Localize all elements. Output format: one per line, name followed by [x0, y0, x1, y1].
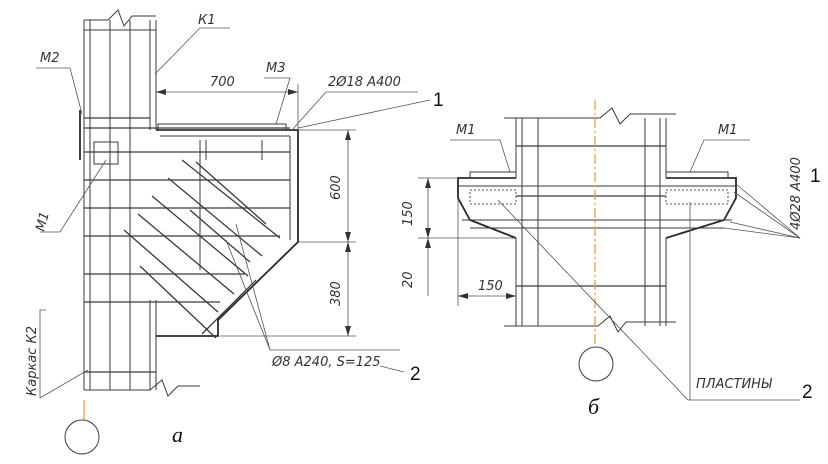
- inclined-bar-8: [189, 209, 251, 263]
- dim-arrow-1: [345, 130, 351, 140]
- inclined-bar-2: [167, 177, 263, 257]
- inclined-bar-7: [195, 161, 267, 225]
- plate-m1-right: [665, 171, 729, 179]
- inclined-bar-5: [123, 229, 219, 313]
- drawing-a: 700 600 380 К1 М2 М3 2Ø18 А400 1 М1 Ø8 А…: [25, 9, 444, 455]
- drawing-b: 150 20 150 М1 М1 4Ø28 А400 1 ПЛАСТИНЫ 2 …: [401, 100, 821, 419]
- caption-b: б: [588, 394, 600, 419]
- inclined-bar-1: [181, 159, 281, 239]
- leader-frame: [39, 369, 89, 399]
- inclined-bar-4: [137, 213, 235, 295]
- dim-700-arrow-right: [288, 89, 298, 95]
- corbel-outline: [156, 129, 299, 337]
- callout-2-a: 2: [410, 364, 421, 385]
- label-m1-left: М1: [456, 123, 476, 138]
- label-rebar-top: 2Ø18 А400: [328, 75, 401, 90]
- label-m3: М3: [266, 61, 286, 76]
- axis-marker-a: [64, 419, 100, 455]
- anchor-bar: [201, 279, 257, 335]
- plate-m1: [93, 141, 119, 165]
- dim-b-arrow-5: [458, 293, 468, 299]
- leader-m1-right: [689, 139, 750, 173]
- leader-m3: [264, 77, 291, 125]
- console-right: [665, 177, 737, 239]
- leader-rebar-4: [723, 227, 801, 239]
- axis-marker-b: [578, 346, 614, 382]
- dim-b-arrow-3: [425, 238, 431, 248]
- dim-arrow-3: [345, 242, 351, 252]
- label-frame: Каркас К2: [25, 326, 40, 396]
- label-plates: ПЛАСТИНЫ: [696, 377, 773, 392]
- label-m2: М2: [40, 51, 60, 66]
- callout-2-b: 2: [802, 382, 813, 403]
- leader-stirrups: [235, 223, 271, 351]
- col-b-break-bottom: [504, 315, 676, 333]
- leader-k1: [154, 27, 230, 75]
- leader-callout-2-a: [379, 365, 405, 373]
- dim-600-text: 600: [329, 175, 344, 200]
- dim-700-arrow-left: [156, 89, 166, 95]
- dim-380-text: 380: [329, 281, 344, 306]
- dim-arrow-4: [345, 326, 351, 336]
- leader-rebar-1: [735, 183, 801, 239]
- dim-20: 20: [401, 271, 416, 288]
- plate-left: [469, 189, 517, 205]
- label-m1: М1: [33, 210, 53, 233]
- dim-150-vertical: 150: [401, 201, 416, 226]
- leader-frame-line: [39, 309, 46, 398]
- callout-1-a: 1: [433, 90, 444, 111]
- leader-stirrups-shelf: [225, 239, 400, 351]
- label-m1-right: М1: [718, 123, 738, 138]
- label-k1: К1: [198, 13, 216, 28]
- leader-rebar-top: [291, 91, 327, 131]
- caption-a: а: [172, 422, 183, 447]
- leader-plates-left: [497, 199, 689, 401]
- dim-700-text: 700: [210, 75, 235, 90]
- plate-m3: [157, 123, 287, 131]
- leader-rebar-2: [733, 191, 801, 239]
- callout-1-b: 1: [810, 166, 821, 187]
- column-break-top: [84, 9, 156, 27]
- console-left: [457, 177, 517, 239]
- plate-m1-left: [469, 171, 517, 179]
- column-break-bottom: [84, 379, 200, 397]
- label-rebar-right: 4Ø28 А400: [789, 157, 804, 230]
- dim-b-arrow-6: [506, 293, 516, 299]
- leader-m2: [36, 67, 83, 115]
- inclined-bar-6: [139, 265, 217, 339]
- leader-callout-1-a: [297, 99, 431, 129]
- leader-rebar-3: [729, 221, 801, 239]
- plate-right: [665, 189, 729, 205]
- label-stirrups: Ø8 А240, S=125: [271, 355, 381, 370]
- dim-b-arrow-2: [425, 228, 431, 238]
- dim-b-arrow-1: [425, 178, 431, 188]
- leader-m1: [40, 159, 107, 233]
- dim-150-horizontal: 150: [478, 279, 503, 294]
- dim-arrow-2: [345, 232, 351, 242]
- col-b-break-top: [504, 107, 676, 125]
- inclined-bar-3: [151, 195, 249, 277]
- leader-m1-left: [450, 139, 511, 173]
